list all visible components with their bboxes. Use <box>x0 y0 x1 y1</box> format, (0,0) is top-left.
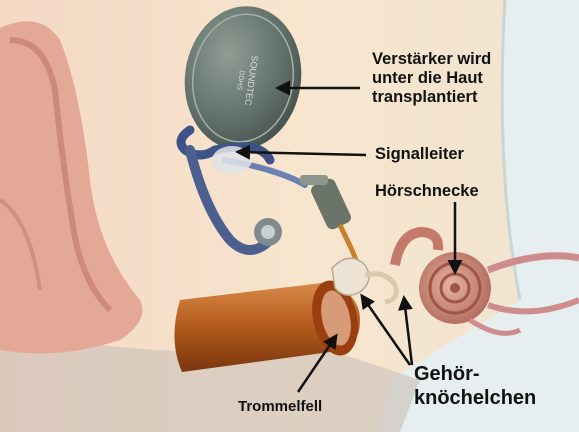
label-ossicles-line2: knöchelchen <box>414 386 536 410</box>
label-amplifier-line2: unter die Haut <box>372 69 572 88</box>
label-signal-wire: Signalleiter <box>375 145 464 164</box>
label-amplifier-line1: Verstärker wird <box>372 50 572 69</box>
label-eardrum: Trommelfell <box>238 398 322 415</box>
label-amplifier-line3: transplantiert <box>372 88 572 107</box>
label-ossicles: Gehör- knöchelchen <box>414 362 536 410</box>
label-amplifier: Verstärker wird unter die Haut transplan… <box>372 50 572 107</box>
label-cochlea: Hörschnecke <box>375 182 479 201</box>
label-ossicles-line1: Gehör- <box>414 362 536 386</box>
